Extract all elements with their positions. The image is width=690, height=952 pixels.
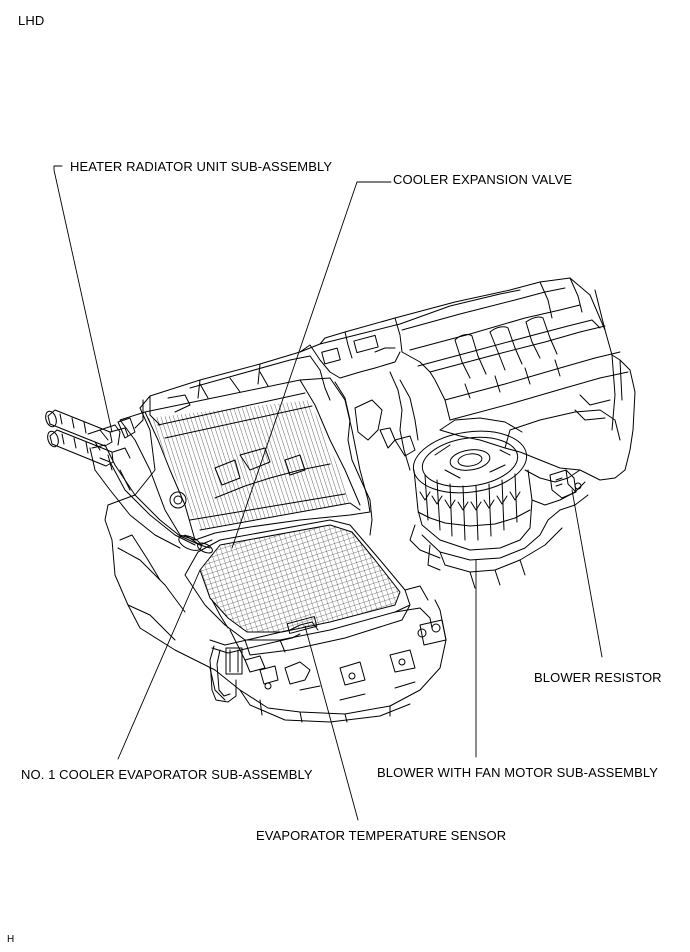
footer-code: H [7, 934, 15, 945]
housing [105, 290, 520, 722]
blower-fan [409, 418, 588, 588]
evaporator-sensor-harness [210, 617, 415, 702]
expansion-valve-label: COOLER EXPANSION VALVE [393, 172, 573, 187]
rear-duct-box [345, 278, 635, 480]
evaporator-label: NO. 1 COOLER EVAPORATOR SUB-ASSEMBLY [21, 767, 313, 782]
lhd-tag: LHD [18, 13, 45, 28]
leader-lines [54, 166, 602, 820]
blower-motor-label: BLOWER WITH FAN MOTOR SUB-ASSEMBLY [377, 765, 659, 780]
cooler-evaporator [185, 520, 446, 660]
temp-sensor-label: EVAPORATOR TEMPERATURE SENSOR [256, 828, 507, 843]
heater-radiator-label: HEATER RADIATOR UNIT SUB-ASSEMBLY [70, 159, 333, 174]
heater-pipes [44, 410, 214, 555]
blower-resistor [550, 470, 581, 498]
blower-resistor-label: BLOWER RESISTOR [534, 670, 662, 685]
heater-radiator [118, 378, 370, 545]
